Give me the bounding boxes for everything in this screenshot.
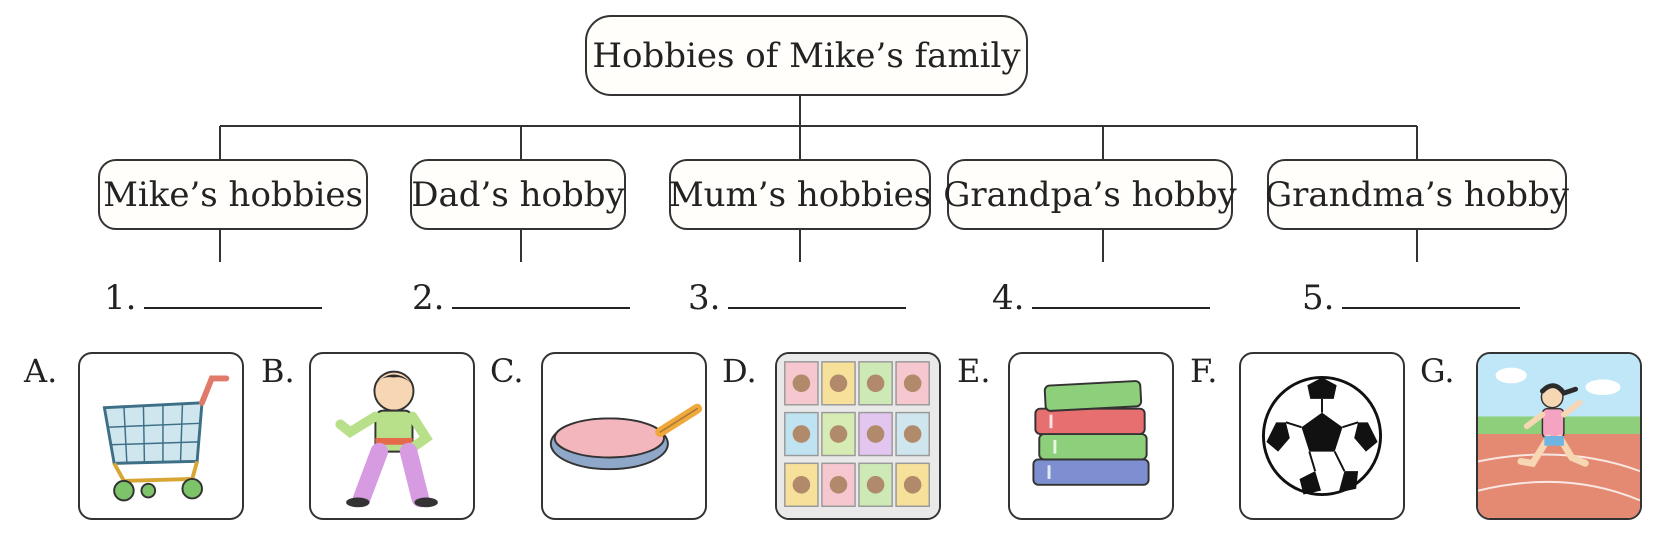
option-card-a[interactable] (78, 352, 244, 520)
answer-blank-1[interactable]: 1. (104, 278, 323, 318)
blank-number: 5. (1302, 278, 1335, 318)
node-mum: Mum’s hobbies (669, 159, 931, 230)
root-title: Hobbies of Mike’s family (592, 35, 1021, 76)
option-card-d[interactable] (775, 352, 941, 520)
blank-line[interactable] (1342, 279, 1521, 309)
root-title-box: Hobbies of Mike’s family (585, 15, 1028, 96)
node-label: Dad’s hobby (411, 174, 625, 215)
frying-pan-icon (549, 403, 703, 471)
running-girl-icon (1478, 354, 1640, 518)
answer-blank-3[interactable]: 3. (688, 278, 907, 318)
option-letter-a: A. (24, 352, 58, 390)
option-letter-e: E. (957, 352, 991, 390)
football-icon (1261, 375, 1383, 497)
blank-line[interactable] (144, 279, 323, 309)
node-dad: Dad’s hobby (410, 159, 626, 230)
zodiac-stamps-icon (777, 354, 939, 518)
node-label: Grandma’s hobby (1264, 174, 1570, 215)
shopping-cart-icon (102, 375, 230, 502)
option-letter-d: D. (722, 352, 757, 390)
option-card-c[interactable] (541, 352, 707, 520)
option-letter-f: F. (1190, 352, 1218, 390)
node-grandpa: Grandpa’s hobby (943, 159, 1237, 230)
blank-line[interactable] (1032, 279, 1211, 309)
node-grandma: Grandma’s hobby (1264, 159, 1570, 230)
blank-number: 3. (688, 278, 721, 318)
kung-fu-boy-icon (335, 370, 438, 508)
node-mike: Mike’s hobbies (98, 159, 368, 230)
blank-line[interactable] (452, 279, 631, 309)
node-label: Mike’s hobbies (103, 174, 363, 215)
node-label: Grandpa’s hobby (943, 174, 1237, 215)
option-letter-g: G. (1420, 352, 1455, 390)
option-card-b[interactable] (309, 352, 475, 520)
answer-blank-5[interactable]: 5. (1302, 278, 1521, 318)
answer-blank-2[interactable]: 2. (412, 278, 631, 318)
node-label: Mum’s hobbies (668, 174, 932, 215)
blank-number: 4. (992, 278, 1025, 318)
blank-number: 2. (412, 278, 445, 318)
option-card-g[interactable] (1476, 352, 1642, 520)
books-stack-icon (1032, 380, 1150, 486)
answer-blank-4[interactable]: 4. (992, 278, 1211, 318)
option-letter-b: B. (261, 352, 295, 390)
option-letter-c: C. (490, 352, 524, 390)
option-card-f[interactable] (1239, 352, 1405, 520)
blank-line[interactable] (728, 279, 907, 309)
option-card-e[interactable] (1008, 352, 1174, 520)
blank-number: 1. (104, 278, 137, 318)
